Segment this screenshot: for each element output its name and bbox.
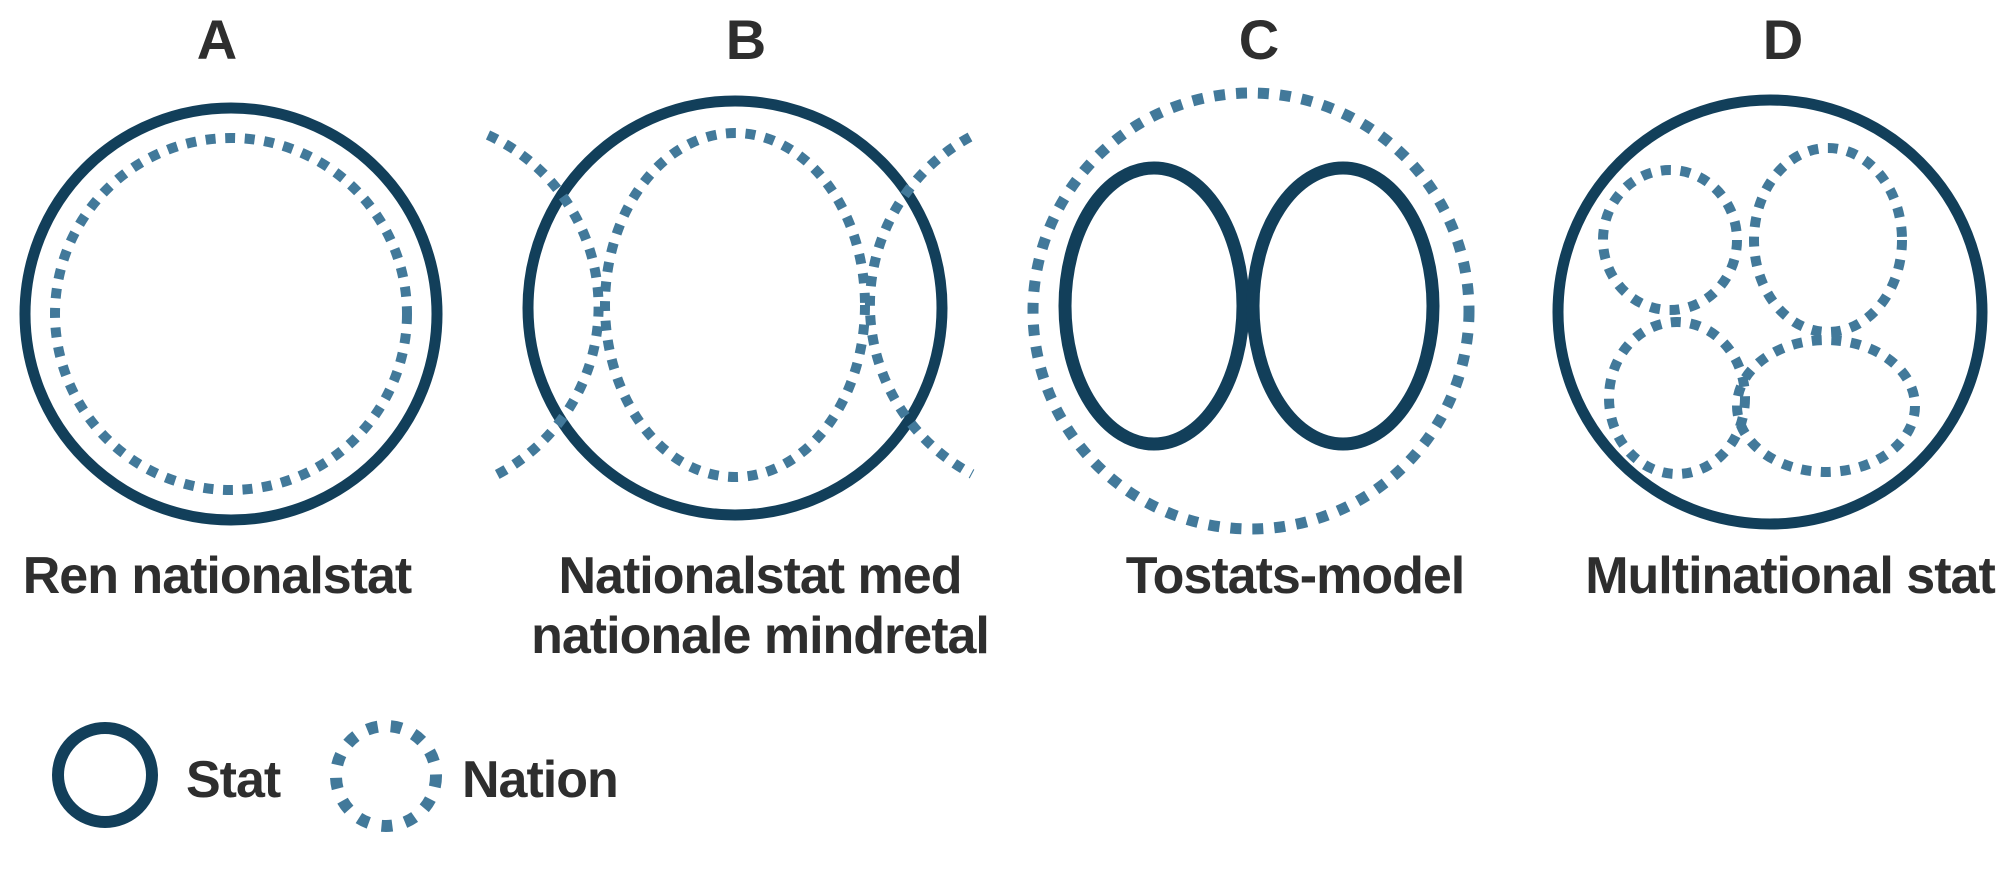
panel-d-stat-circle <box>1552 94 1988 530</box>
panel-a-nation-circle <box>50 133 412 495</box>
legend-stat-label: Stat <box>186 751 281 809</box>
panel-b-nation-ellipse <box>600 128 870 482</box>
panel-d-nation-ellipse-bottom-right <box>1732 335 1920 477</box>
solid-circle-icon <box>52 722 158 828</box>
panel-c-nation-circle <box>1027 87 1475 535</box>
panel-c-letter: C <box>1238 8 1280 71</box>
panel-d-nation-ellipse-bottom-left <box>1604 317 1750 479</box>
legend-symbols <box>52 720 442 832</box>
dotted-circle-icon <box>330 720 442 832</box>
panel-a-stat-circle <box>19 102 443 526</box>
panel-d-caption: Multinational stat <box>1585 546 1996 606</box>
panel-b-caption-line-1: Nationalstat med <box>558 547 963 605</box>
panel-d-shapes <box>1552 94 1988 530</box>
panel-b-stat-circle <box>522 95 948 521</box>
panel-b-nation-arc-right <box>864 132 975 479</box>
panel-c-stat-ellipse-right <box>1246 161 1440 451</box>
panel-c-shapes <box>1027 87 1475 535</box>
panel-d-nation-ellipse-top-left <box>1598 165 1742 315</box>
panel-a-shapes <box>19 102 443 526</box>
panel-b-nation-arc-left <box>485 130 604 483</box>
panel-a-caption-line: Ren nationalstat <box>22 547 412 605</box>
panel-c-caption-line: Tostats-model <box>1125 547 1466 605</box>
panel-b-caption-line-2: nationale mindretal <box>531 607 990 665</box>
panel-d-nation-ellipse-top-right <box>1749 143 1907 337</box>
panel-c-stat-ellipse-left <box>1058 161 1250 451</box>
legend-nation-label: Nation <box>462 751 619 809</box>
panel-d-caption-line: Multinational stat <box>1585 547 1996 605</box>
panel-b-shapes <box>485 95 975 521</box>
panel-c-caption: Tostats-model <box>1125 546 1466 606</box>
panel-a-letter: A <box>196 8 238 71</box>
panel-b-letter: B <box>725 8 767 71</box>
panel-a-caption: Ren nationalstat <box>23 546 412 606</box>
panel-b-caption: Nationalstat med nationale mindretal <box>531 546 990 666</box>
panel-d-letter: D <box>1762 8 1804 71</box>
